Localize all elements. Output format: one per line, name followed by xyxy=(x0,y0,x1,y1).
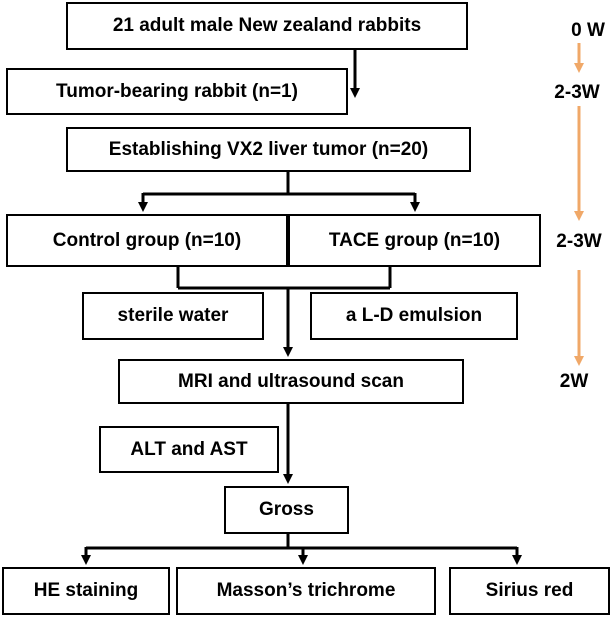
box-he-staining: HE staining xyxy=(2,567,170,615)
box-alt-ast: ALT and AST xyxy=(99,426,279,473)
box-establishing: Establishing VX2 liver tumor (n=20) xyxy=(66,127,471,172)
box-mri-ultrasound: MRI and ultrasound scan xyxy=(118,359,464,404)
box-massons-trichrome: Masson’s trichrome xyxy=(176,567,436,615)
box-tumor-bearing: Tumor-bearing rabbit (n=1) xyxy=(6,68,348,115)
timeline-label-2-3w-first: 2-3W xyxy=(554,82,600,103)
timeline-label-0w: 0 W xyxy=(571,20,605,41)
timeline-label-2-3w-second: 2-3W xyxy=(556,231,602,252)
box-sirius-red: Sirius red xyxy=(449,567,610,615)
box-emulsion: a L-D emulsion xyxy=(310,292,518,340)
box-control-group: Control group (n=10) xyxy=(6,214,288,267)
box-rabbits: 21 adult male New zealand rabbits xyxy=(66,2,468,50)
box-tace-group: TACE group (n=10) xyxy=(288,214,541,267)
box-gross: Gross xyxy=(224,486,349,534)
box-sterile-water: sterile water xyxy=(82,292,264,340)
timeline-label-2w: 2W xyxy=(559,371,589,392)
